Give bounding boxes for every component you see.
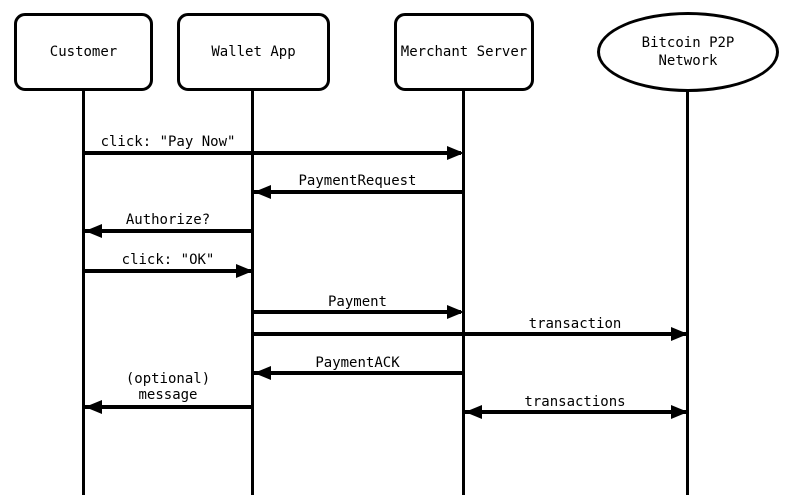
message-label: Authorize? [125,212,211,228]
lifeline-wallet-app [251,90,254,495]
lifeline-customer [82,90,85,495]
actor-label: Bitcoin P2P Network [641,35,735,69]
arrowhead-right-icon [447,146,464,160]
message-label: PaymentACK [315,355,400,371]
message-label: Payment [327,294,387,310]
actor-merchant-server: Merchant Server [394,13,534,91]
actor-wallet-app: Wallet App [177,13,330,91]
actor-label: Customer [49,44,118,60]
arrowhead-left-icon [85,224,102,238]
message-label: transaction [528,316,622,332]
arrow-line [252,332,686,336]
lifeline-merchant-server [462,90,465,495]
arrowhead-left-icon [465,405,482,419]
arrowhead-right-icon [671,327,688,341]
actor-label: Wallet App [211,44,296,60]
arrow-line [85,405,253,409]
arrowhead-left-icon [85,400,102,414]
message-label: transactions [524,394,626,410]
arrow-line [83,269,251,273]
arrow-line [83,151,461,155]
actor-label: Merchant Server [400,44,528,60]
message-label: click: "OK" [121,252,215,268]
arrowhead-left-icon [254,185,271,199]
arrow-line [252,310,461,314]
lifeline-bitcoin-network [686,91,689,495]
arrow-line [254,190,463,194]
message-label: PaymentRequest [298,173,417,189]
arrowhead-right-icon [671,405,688,419]
arrowhead-left-icon [254,366,271,380]
actor-bitcoin-network: Bitcoin P2P Network [597,12,779,92]
arrow-line [254,371,463,375]
actor-customer: Customer [14,13,153,91]
message-label: (optional) message [125,371,211,403]
message-label: click: "Pay Now" [100,134,236,150]
arrowhead-right-icon [236,264,253,278]
arrow-line [465,410,686,414]
arrow-line [85,229,253,233]
arrowhead-right-icon [447,305,464,319]
